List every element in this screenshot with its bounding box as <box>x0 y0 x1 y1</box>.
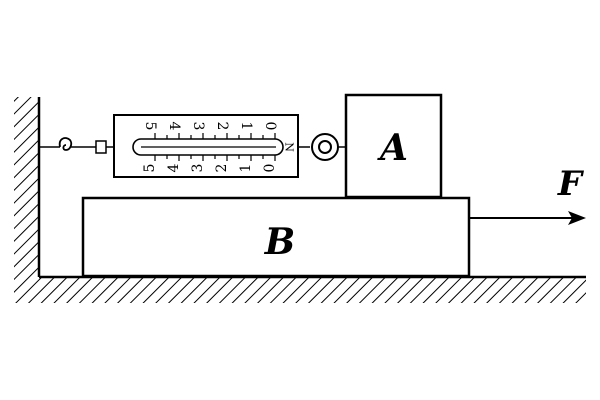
wall <box>14 97 41 277</box>
scale-top-5: 5 <box>142 122 158 131</box>
force-arrow: F <box>470 164 586 225</box>
scale-ticks-top <box>154 133 276 139</box>
scale-unit: N <box>283 142 296 152</box>
hook-icon <box>58 137 96 151</box>
scale-bottom-4: 4 <box>166 163 182 172</box>
scale-top-3: 3 <box>190 122 206 131</box>
scale-top-0: 0 <box>262 122 278 131</box>
hook-connector <box>95 140 114 154</box>
block-a: A <box>344 93 443 199</box>
block-a-label: A <box>377 127 408 169</box>
scale-top-1: 1 <box>238 122 254 131</box>
scale-bottom-3: 3 <box>190 164 206 173</box>
scale-bottom-1: 1 <box>238 164 254 173</box>
spring-scale: 0 1 2 3 4 5 0 1 2 3 4 5 N <box>113 114 299 178</box>
scale-bottom-0: 0 <box>262 164 278 173</box>
force-label: F <box>557 164 585 204</box>
block-b: B <box>81 196 471 278</box>
scale-ticks-bottom <box>154 155 276 161</box>
scale-top-2: 2 <box>214 122 230 131</box>
block-b-label: B <box>264 221 295 263</box>
scale-top-4: 4 <box>166 122 182 131</box>
ring-icon <box>298 133 346 161</box>
scale-bottom-2: 2 <box>214 164 230 173</box>
scale-bottom-5: 5 <box>142 164 158 173</box>
ground <box>14 275 586 303</box>
